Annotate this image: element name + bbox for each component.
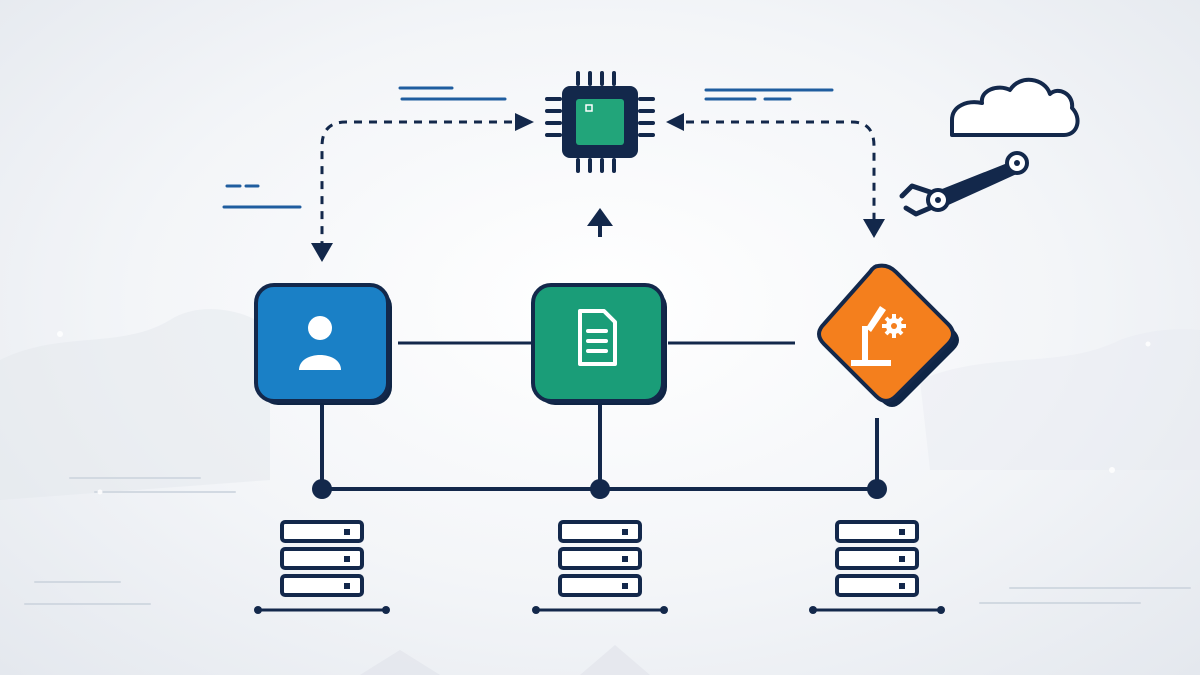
- background-decor: [0, 309, 1200, 675]
- bus-node: [312, 479, 332, 499]
- accent-lines: [222, 86, 834, 209]
- user-icon: [299, 316, 341, 370]
- server-unit: [558, 574, 642, 597]
- server-unit: [835, 520, 919, 543]
- server-light: [622, 529, 628, 535]
- user-arrowhead-down: [311, 243, 333, 262]
- server-unit: [280, 520, 364, 543]
- server-base-dot: [254, 606, 262, 614]
- server-light: [899, 556, 905, 562]
- hub-to-user-link: [320, 120, 512, 246]
- server-base-dot: [532, 606, 540, 614]
- user-node: [254, 283, 392, 405]
- server-light: [344, 583, 350, 589]
- server-light: [622, 556, 628, 562]
- server-base-dot: [809, 606, 817, 614]
- factory-gear-icon: [851, 306, 906, 366]
- server-light: [344, 556, 350, 562]
- server-unit: [835, 547, 919, 570]
- server-stack-icon: [254, 520, 390, 614]
- hub-to-factory-link: [686, 120, 876, 222]
- server-base-dot: [660, 606, 668, 614]
- microchip-icon: [545, 71, 655, 173]
- hub-arrowhead-left: [666, 113, 684, 131]
- server-unit: [558, 547, 642, 570]
- document-node: [531, 283, 667, 405]
- server-light: [899, 583, 905, 589]
- factory-node: [817, 263, 959, 407]
- cloud-icon: [950, 78, 1080, 137]
- bus-node: [590, 479, 610, 499]
- server-light: [622, 583, 628, 589]
- server-unit: [280, 574, 364, 597]
- factory-arrowhead-down: [863, 219, 885, 238]
- server-light: [899, 529, 905, 535]
- server-base-dot: [937, 606, 945, 614]
- server-unit: [280, 547, 364, 570]
- hub-to-user-arrowhead-right: [515, 113, 534, 131]
- server-group: [254, 520, 945, 614]
- server-unit: [558, 520, 642, 543]
- server-stack-icon: [532, 520, 668, 614]
- bus-node: [867, 479, 887, 499]
- server-base-dot: [382, 606, 390, 614]
- server-stack-icon: [809, 520, 945, 614]
- document-to-hub-arrow: [587, 208, 613, 237]
- robot-arm-icon: [899, 151, 1029, 217]
- document-icon: [578, 309, 617, 366]
- server-light: [344, 529, 350, 535]
- server-unit: [835, 574, 919, 597]
